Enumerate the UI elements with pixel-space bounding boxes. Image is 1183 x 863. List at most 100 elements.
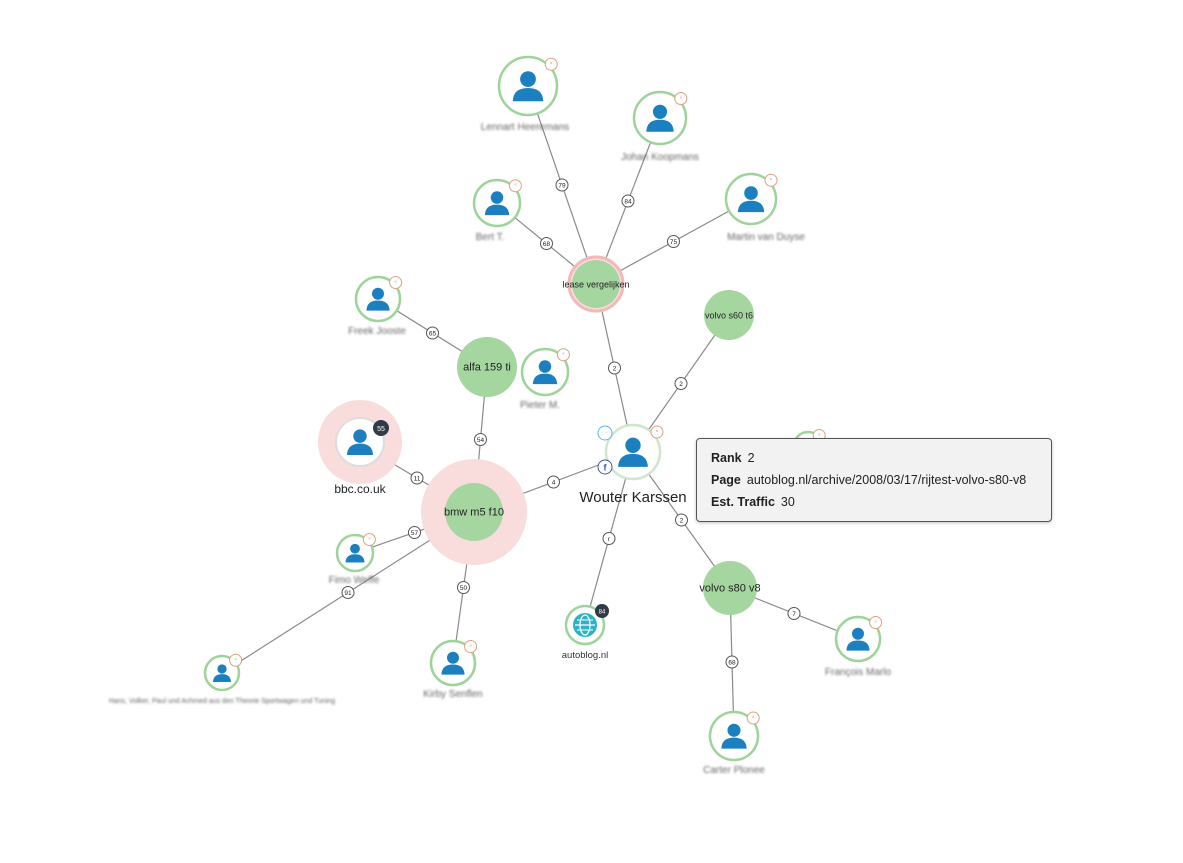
- keyword-label: volvo s60 t6: [705, 311, 753, 321]
- edge-label-circle: [674, 377, 688, 390]
- edge-label-text: 91: [344, 590, 352, 597]
- user-silhouette-icon: [512, 71, 544, 102]
- svg-text:°: °: [680, 97, 683, 103]
- edge-label-text: r: [608, 536, 611, 543]
- person-node[interactable]: ° Fimo Weffe: [329, 533, 380, 587]
- edge-label[interactable]: 68: [540, 237, 553, 250]
- person-node[interactable]: °Kirby Senflen: [423, 639, 483, 701]
- svg-text:°: °: [394, 281, 397, 287]
- edge-label[interactable]: 2: [608, 361, 621, 375]
- svg-text:°: °: [368, 538, 371, 544]
- rank-badge-icon: °: [674, 92, 688, 105]
- edge-label[interactable]: 57: [408, 526, 421, 539]
- person-label: Lennart Heeremans: [481, 122, 569, 133]
- svg-text:°: °: [550, 63, 553, 69]
- svg-text:°: °: [752, 716, 755, 722]
- keyword-circle: [572, 260, 620, 308]
- user-silhouette-icon: [721, 723, 747, 749]
- edge-label[interactable]: 2: [675, 513, 688, 527]
- person-label: Freek Jooste: [348, 326, 406, 337]
- edge-label-circle: [667, 235, 680, 248]
- edge-label-text: 68: [543, 241, 551, 248]
- edge-label[interactable]: 79: [555, 178, 569, 192]
- edge-label[interactable]: 2: [674, 377, 688, 390]
- svg-text:°: °: [234, 659, 237, 665]
- person-node[interactable]: °Bert T.: [472, 178, 522, 243]
- keyword-circle: [704, 290, 754, 340]
- person-label: Pieter M.: [520, 400, 560, 411]
- keyword-node[interactable]: lease vergelijken: [562, 255, 630, 313]
- keyword-node[interactable]: bmw m5 f10: [421, 459, 527, 565]
- edge-label[interactable]: 11: [410, 471, 424, 485]
- rank-badge-icon: °: [869, 616, 883, 629]
- svg-text:°: °: [874, 621, 877, 627]
- svg-text:°: °: [770, 179, 773, 185]
- edge-label-circle: [457, 581, 470, 594]
- person-node[interactable]: ° François Marlo: [825, 615, 892, 679]
- tooltip-rank-label: Rank: [711, 451, 742, 465]
- edge-label[interactable]: 50: [457, 581, 470, 594]
- user-silhouette-icon: [345, 543, 365, 563]
- person-node[interactable]: °Martin van Duyse: [724, 172, 805, 243]
- edge-label-text: 2: [680, 518, 684, 525]
- globe-icon: [573, 613, 597, 637]
- person-node[interactable]: ° Freek Jooste: [348, 275, 406, 338]
- person-label: Kirby Senflen: [423, 689, 482, 700]
- edge-label-text: 11: [414, 476, 421, 483]
- edge-label[interactable]: 75: [667, 235, 680, 248]
- rank-badge-icon: °: [556, 348, 570, 362]
- edge: 84: [595, 117, 661, 285]
- edge-label-text: 65: [429, 331, 437, 338]
- edge-label-text: 7: [792, 611, 796, 618]
- edge-label-circle: [675, 513, 688, 527]
- edge-label-circle: [547, 475, 560, 489]
- user-silhouette-icon: [366, 287, 390, 311]
- person-node[interactable]: ° Carter Plonee: [703, 710, 765, 776]
- edge-label-circle: [555, 178, 569, 192]
- edge-label[interactable]: 65: [426, 326, 439, 340]
- person-label: Fimo Weffe: [329, 575, 380, 586]
- keyword-label: alfa 159 ti: [463, 362, 511, 374]
- edge: 2: [595, 283, 634, 453]
- keyword-ring: [567, 255, 625, 313]
- edge-label[interactable]: 91: [341, 586, 355, 599]
- rank-badge-icon: °: [508, 179, 522, 193]
- person-node[interactable]: ° Lennart Heeremans: [481, 55, 569, 133]
- facebook-icon[interactable]: f: [597, 459, 613, 475]
- tooltip-rank-value: 2: [747, 451, 755, 465]
- person-node[interactable]: ° Hans, Volker, Paul und Achmed aus den T…: [109, 653, 335, 705]
- keyword-node[interactable]: volvo s60 t6: [704, 290, 754, 340]
- edge-label[interactable]: r: [602, 532, 616, 545]
- rank-badge-icon: °: [229, 653, 243, 667]
- svg-text:°: °: [656, 430, 659, 436]
- edge-label[interactable]: 7: [787, 607, 801, 620]
- edge-label[interactable]: 4: [547, 475, 560, 489]
- edge-label[interactable]: 84: [621, 194, 635, 208]
- user-silhouette-icon: [213, 664, 231, 682]
- twitter-icon[interactable]: [597, 425, 613, 441]
- person-label: Johan Koopmans: [621, 152, 699, 163]
- count-badge: [595, 604, 609, 618]
- person-label: Carter Plonee: [703, 765, 765, 776]
- person-label: François Marlo: [825, 667, 892, 678]
- tooltip-page-value[interactable]: autoblog.nl/archive/2008/03/17/rijtest-v…: [746, 473, 1027, 487]
- person-node[interactable]: ° Pieter M.: [520, 347, 570, 411]
- keyword-node[interactable]: alfa 159 ti: [457, 337, 517, 397]
- rank-badge-icon: °: [746, 711, 760, 725]
- user-silhouette-icon: [646, 104, 674, 132]
- svg-text:°: °: [818, 434, 821, 440]
- keyword-circle: [445, 483, 503, 541]
- person-node[interactable]: ° Johan Koopmans: [621, 90, 699, 163]
- svg-text:f: f: [604, 463, 608, 473]
- edge-label[interactable]: 68: [725, 655, 739, 669]
- edge-label[interactable]: 54: [474, 433, 487, 446]
- keyword-node[interactable]: volvo s80 v8: [699, 561, 761, 615]
- tooltip-rank-row: Rank 2: [711, 451, 1037, 473]
- person-label: Hans, Volker, Paul und Achmed aus den Th…: [109, 698, 335, 705]
- keyword-label: volvo s80 v8: [699, 583, 760, 595]
